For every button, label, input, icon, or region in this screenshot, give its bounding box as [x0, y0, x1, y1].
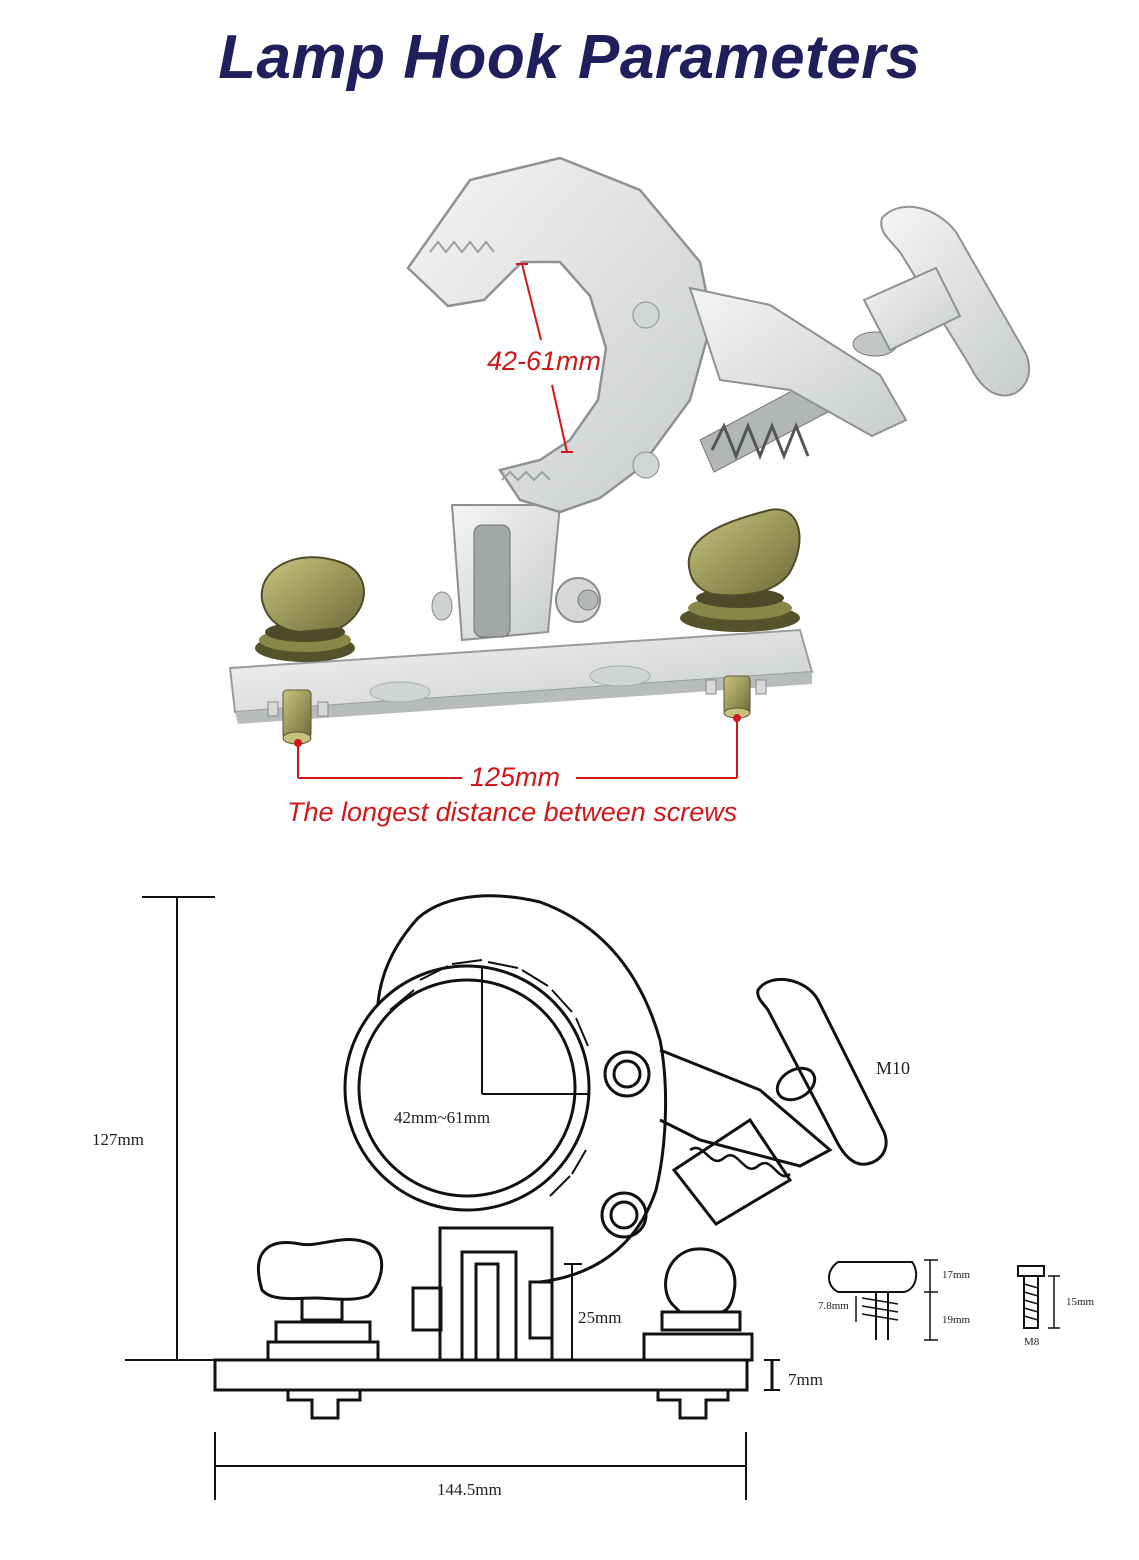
bracket-block: [431, 504, 601, 642]
drawing-clamp-body: [376, 894, 668, 1284]
clamp-photo-illustration: [228, 156, 1031, 779]
screw-distance-caption: The longest distance between screws: [287, 797, 738, 827]
inner-diameter-label: 42mm~61mm: [394, 1108, 491, 1127]
screw-length-label: 15mm: [1066, 1296, 1095, 1308]
t-handle: [862, 205, 1031, 397]
height-label: 127mm: [92, 1130, 144, 1149]
clamp-range-dimension: [516, 263, 573, 453]
width-label: 144.5mm: [437, 1480, 502, 1499]
drawing-base-plate: [213, 1358, 749, 1392]
drawing-tube: [343, 964, 591, 1212]
screw-right: [705, 675, 767, 719]
plate-thickness-label: 7mm: [788, 1370, 823, 1389]
drawing-bolt-right: [664, 1247, 737, 1314]
screw-distance-label: 125mm: [470, 762, 561, 792]
lever-arm: [688, 286, 908, 438]
drawing-wing-nut-left: [256, 1238, 384, 1301]
bolt-size-label: M10: [876, 1058, 911, 1078]
drawing-t-handle: [756, 977, 888, 1166]
screw-distance-dimension: [294, 714, 741, 779]
page-title: Lamp Hook Parameters: [218, 23, 921, 92]
bracket-height-label: 25mm: [578, 1308, 622, 1327]
clamp-body: [406, 156, 714, 514]
wing-bottom-label: 19mm: [942, 1314, 971, 1326]
screw-type-label: M8: [1024, 1336, 1040, 1348]
wing-top-label: 17mm: [942, 1269, 971, 1281]
wing-nut-left: [255, 556, 365, 662]
clamp-range-label: 42-61mm: [487, 346, 602, 376]
wing-side-label: 7.8mm: [818, 1300, 849, 1312]
detail-m8-screw: [1017, 1265, 1060, 1329]
screw-left: [267, 689, 329, 745]
wing-nut-right: [680, 508, 801, 632]
drawing-bracket: [438, 1226, 554, 1362]
drawing-lever: [659, 1048, 833, 1168]
